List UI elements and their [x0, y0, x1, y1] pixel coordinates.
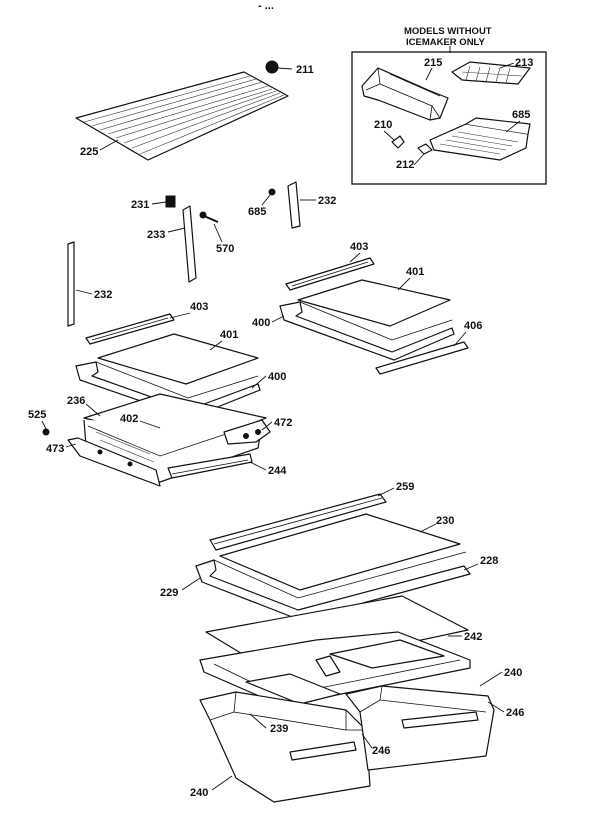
- shelf-assembly-left: [75, 313, 261, 419]
- label-231: 231: [131, 199, 149, 211]
- inset-title-line1: MODELS WITHOUT: [404, 26, 492, 37]
- crisper-frame: [199, 631, 471, 707]
- label-228: 228: [480, 555, 498, 567]
- rail-233: [182, 205, 197, 283]
- label-403-right: 403: [350, 241, 368, 253]
- page-marker: - ...: [258, 0, 274, 12]
- label-240-left: 240: [190, 787, 208, 799]
- screw-570: [199, 211, 219, 223]
- crisper-cover-assembly: [195, 493, 471, 673]
- label-401-right: 401: [406, 266, 424, 278]
- part-231: [165, 195, 176, 208]
- knob-211: [265, 60, 293, 74]
- label-239: 239: [270, 723, 288, 735]
- label-246-left: 246: [372, 745, 390, 757]
- label-401-left: 401: [220, 329, 238, 341]
- crisper-drawer-right: [345, 685, 495, 771]
- label-473: 473: [46, 443, 64, 455]
- clip-part-210: [391, 135, 405, 149]
- label-685-inset: 685: [512, 109, 530, 121]
- inset-title-line2: ICEMAKER ONLY: [406, 37, 485, 48]
- label-230: 230: [436, 515, 454, 527]
- label-244: 244: [268, 465, 287, 477]
- crisper-drawer-left: [199, 691, 371, 803]
- label-232-left: 232: [94, 289, 112, 301]
- label-236: 236: [67, 395, 85, 407]
- label-225: 225: [80, 146, 98, 158]
- label-525: 525: [28, 409, 46, 421]
- shelf-assembly-right: [279, 257, 469, 375]
- label-212: 212: [396, 159, 414, 171]
- label-229: 229: [160, 587, 178, 599]
- label-685: 685: [248, 206, 266, 218]
- meat-pan-assembly: [42, 393, 271, 487]
- label-240-right: 240: [504, 667, 522, 679]
- label-232-right: 232: [318, 195, 336, 207]
- wire-shelf-225: [75, 71, 289, 161]
- label-211: 211: [296, 64, 314, 76]
- label-403-left: 403: [190, 301, 208, 313]
- label-242: 242: [464, 631, 482, 643]
- label-570: 570: [216, 243, 234, 255]
- rail-232-right: [287, 181, 301, 229]
- rail-232-left: [67, 241, 75, 327]
- label-210: 210: [374, 119, 392, 131]
- label-213: 213: [515, 57, 533, 69]
- bracket-part-212: [417, 143, 433, 155]
- ice-tray-part: [451, 61, 531, 85]
- screw-685: [268, 188, 276, 196]
- inset-box: MODELS WITHOUT ICEMAKER ONLY 215 213: [351, 26, 547, 185]
- label-400-left: 400: [268, 371, 286, 383]
- inset-border: [351, 51, 547, 185]
- label-233: 233: [147, 229, 165, 241]
- icemaker-rack-part: [429, 117, 531, 161]
- label-246-right: 246: [506, 707, 524, 719]
- label-400-right: 400: [252, 317, 270, 329]
- label-406: 406: [464, 320, 482, 332]
- label-472: 472: [274, 417, 292, 429]
- ice-bin-part: [361, 67, 449, 121]
- label-215: 215: [424, 57, 442, 69]
- label-259: 259: [396, 481, 414, 493]
- label-402: 402: [120, 413, 138, 425]
